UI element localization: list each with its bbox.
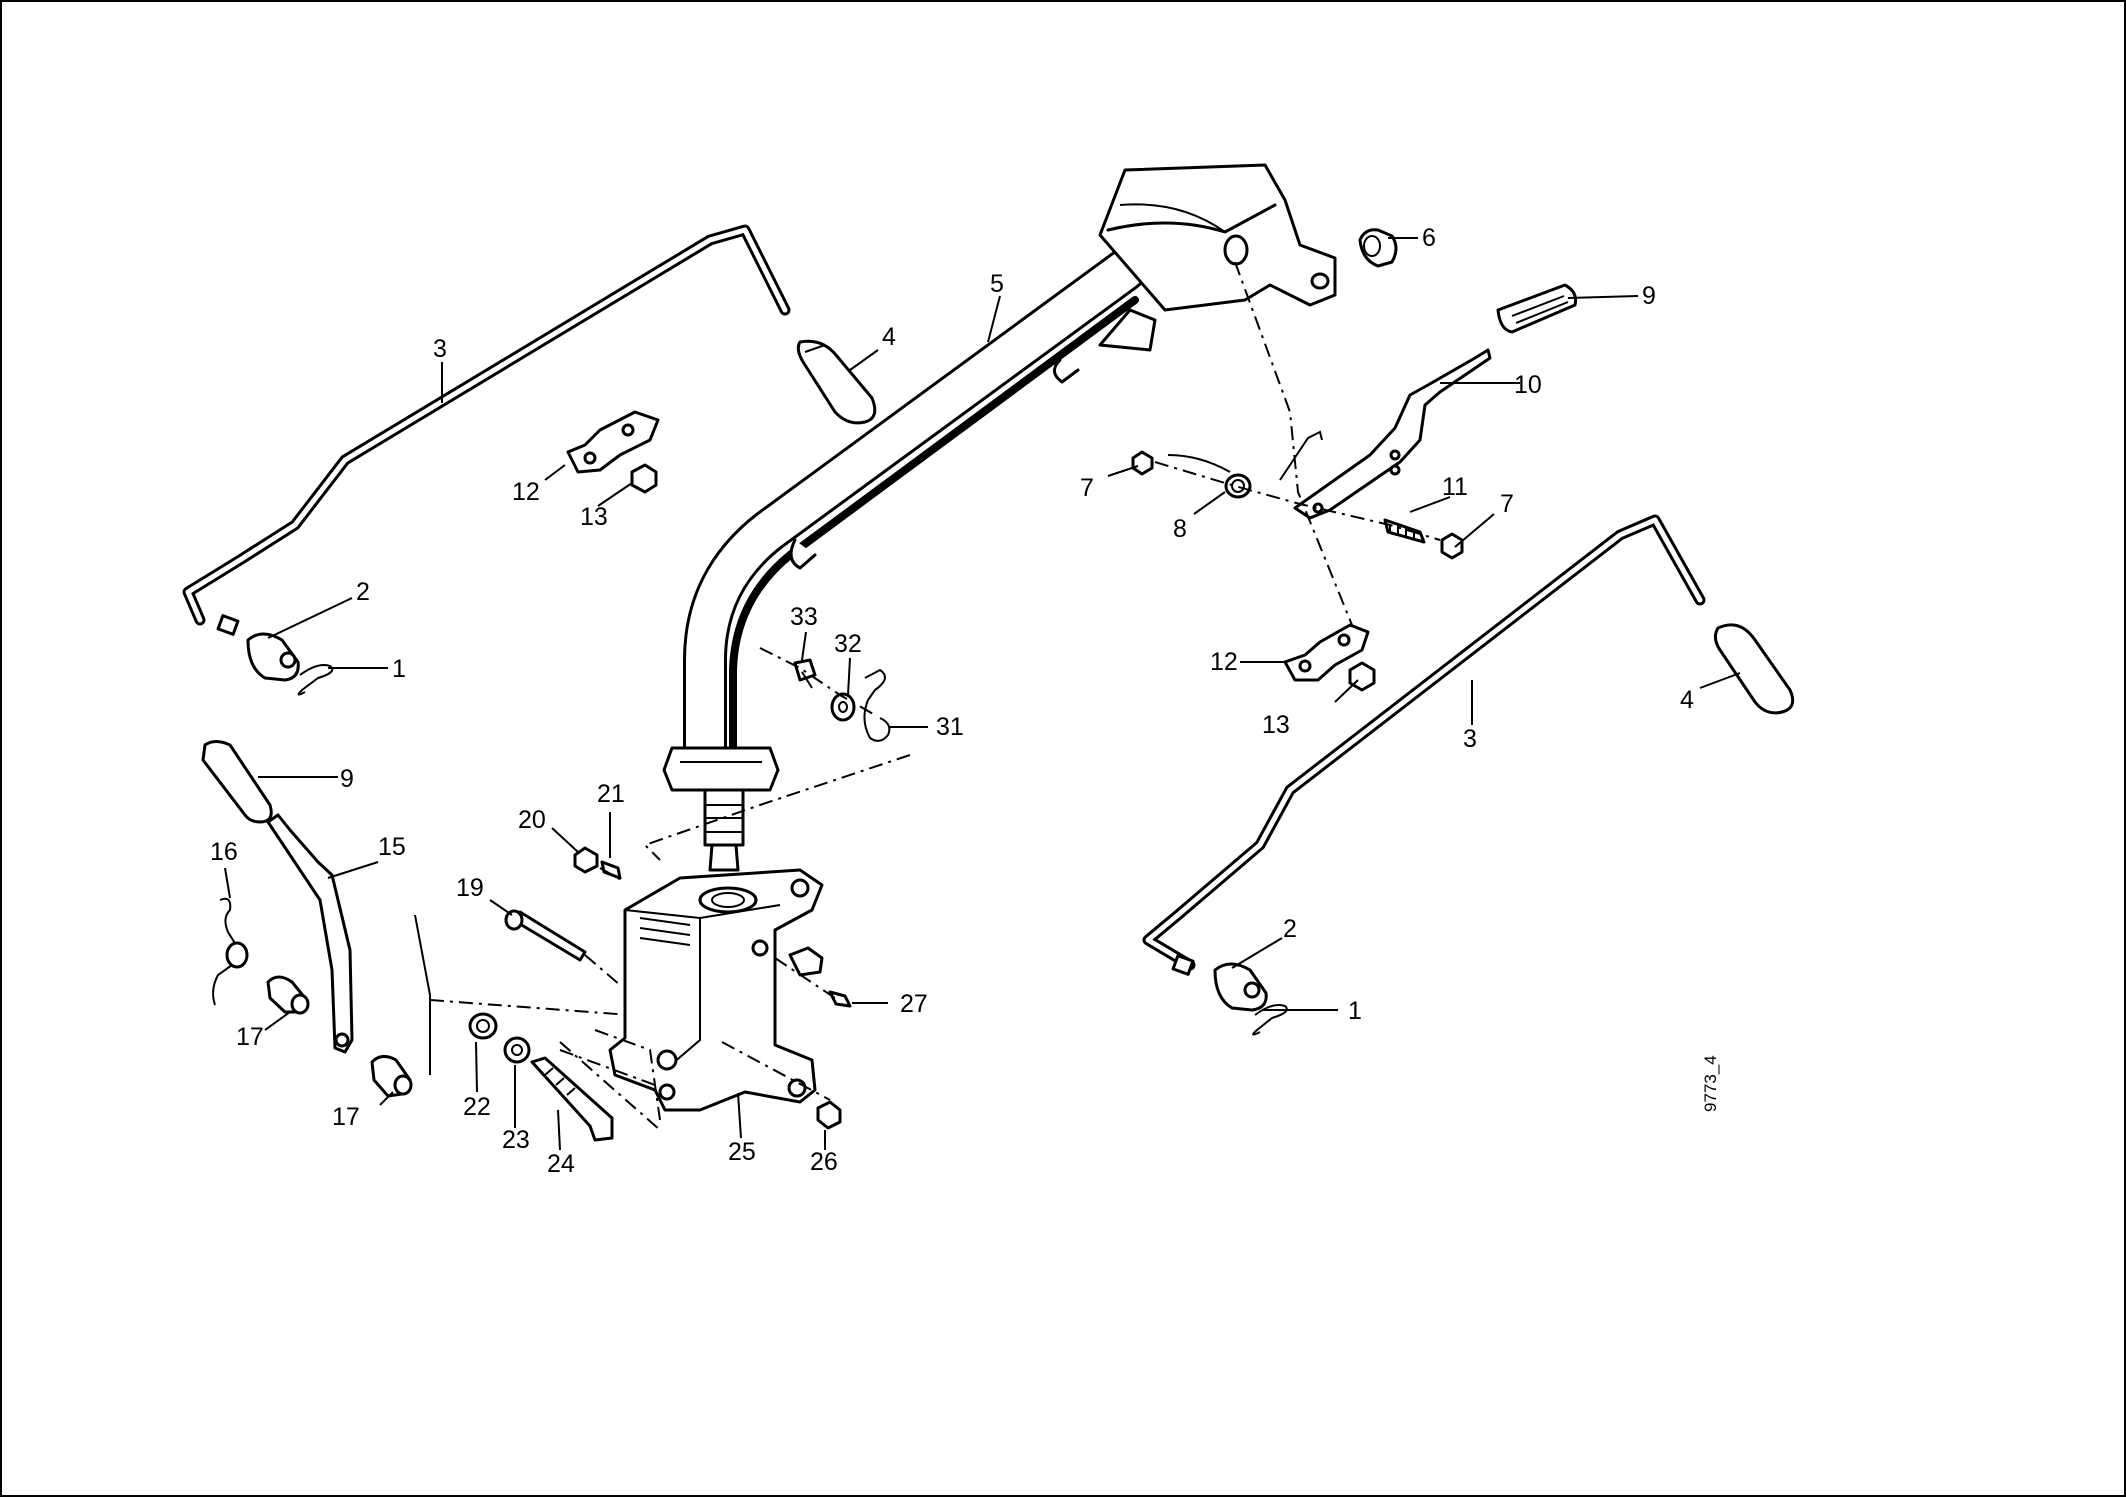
washer-23 <box>503 1036 531 1064</box>
callout-4-right: 4 <box>1680 686 1694 714</box>
callout-7-right: 7 <box>1500 490 1514 518</box>
right-knob <box>1713 623 1795 715</box>
callout-9-upper: 9 <box>1642 282 1656 310</box>
callout-13-left: 13 <box>580 503 608 531</box>
callout-24: 24 <box>547 1150 575 1178</box>
base-bracket-25 <box>608 868 824 1112</box>
callout-21: 21 <box>597 780 625 808</box>
lever-15 <box>266 813 354 1054</box>
left-knob <box>796 339 877 425</box>
callout-15: 15 <box>378 833 406 861</box>
nut-7-right <box>1440 532 1464 560</box>
callout-19: 19 <box>456 874 484 902</box>
callout-32: 32 <box>834 630 862 658</box>
spring-31 <box>863 668 891 742</box>
callout-3-left: 3 <box>433 335 447 363</box>
lever-guide <box>414 914 431 1075</box>
callout-6: 6 <box>1422 224 1436 252</box>
right-hairpin-clip <box>1252 1004 1288 1036</box>
callout-16: 16 <box>210 838 238 866</box>
callout-12-left: 12 <box>512 478 540 506</box>
callout-25: 25 <box>728 1138 756 1166</box>
callout-26: 26 <box>810 1148 838 1176</box>
callout-2-left: 2 <box>356 578 370 606</box>
callout-31: 31 <box>936 713 964 741</box>
upper-grip-9 <box>1496 283 1577 334</box>
right-clamp <box>1213 962 1268 1012</box>
nut-26 <box>816 1100 842 1130</box>
nut-7-left <box>1131 450 1154 476</box>
lower-grip-9 <box>201 740 273 824</box>
nut-22 <box>468 1012 498 1040</box>
callout-11: 11 <box>1442 473 1468 501</box>
callout-3-right: 3 <box>1463 725 1477 753</box>
bolt-33 <box>793 658 817 682</box>
upper-right-lever-assembly <box>1131 228 1577 560</box>
callout-17-lower: 17 <box>332 1103 360 1131</box>
bolt-24 <box>530 1056 614 1142</box>
upper-left-nut <box>630 463 658 494</box>
callout-20: 20 <box>518 806 546 834</box>
callout-27: 27 <box>900 990 928 1018</box>
callout-10: 10 <box>1514 371 1542 399</box>
handle-tube <box>662 163 1337 872</box>
callout-23: 23 <box>502 1126 530 1154</box>
callout-2-right: 2 <box>1283 915 1297 943</box>
left-height-rod <box>182 224 791 636</box>
callout-13-right: 13 <box>1262 711 1290 739</box>
drawing-code: 9773_4 <box>1701 1055 1720 1112</box>
left-clamp <box>246 632 300 682</box>
callout-22: 22 <box>463 1093 491 1121</box>
lower-right-nut <box>1348 661 1376 692</box>
bolt-21 <box>600 860 622 880</box>
callout-12-right: 12 <box>1210 648 1238 676</box>
washer-32 <box>830 692 856 722</box>
right-height-rod <box>1142 514 1706 976</box>
callout-8: 8 <box>1173 515 1187 543</box>
cap-6 <box>1358 228 1398 268</box>
left-hairpin-clip <box>297 664 334 696</box>
left-lever-assembly <box>201 740 413 1098</box>
bolt-27 <box>828 990 852 1008</box>
callout-4-left: 4 <box>882 323 896 351</box>
callout-7-left: 7 <box>1080 474 1094 502</box>
lever-10 <box>1293 348 1492 520</box>
callout-1-left: 1 <box>392 655 406 683</box>
callout-9-lower: 9 <box>340 765 354 793</box>
callout-33: 33 <box>790 603 818 631</box>
nut-20 <box>573 846 599 874</box>
callout-1-right: 1 <box>1348 997 1362 1025</box>
callout-5: 5 <box>990 270 1004 298</box>
upper-left-clamp-bracket <box>566 410 660 474</box>
callout-17-upper: 17 <box>236 1023 264 1051</box>
